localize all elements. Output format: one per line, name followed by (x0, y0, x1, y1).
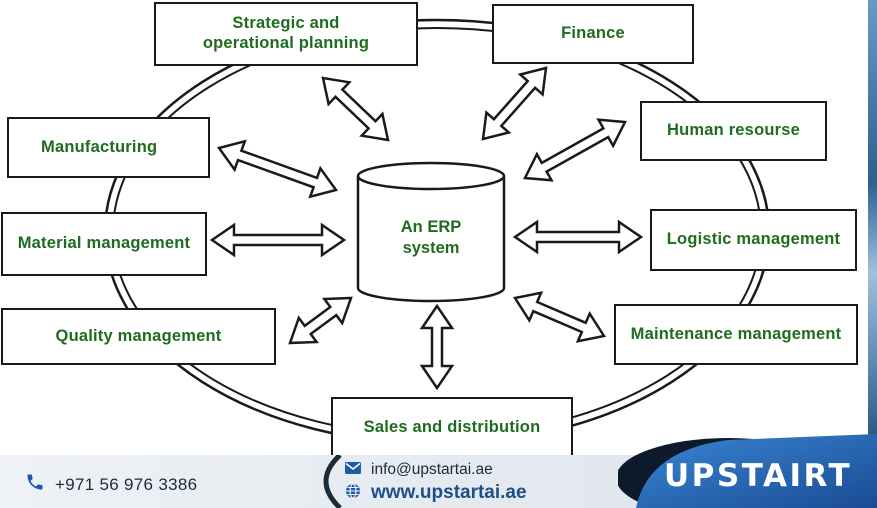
arrow-maintenance (512, 291, 607, 343)
module-maintenance-management: Maintenance management (614, 304, 858, 365)
module-logistic-management: Logistic management (650, 209, 857, 271)
module-manufacturing: Manufacturing (7, 117, 210, 178)
brand-logo[interactable]: UPSTAIRT (664, 458, 853, 494)
module-human-resource: Human resourse (640, 101, 827, 161)
globe-icon (345, 482, 361, 504)
website-url: www.upstartai.ae (371, 482, 527, 503)
arrow-sales (419, 303, 455, 391)
right-edge-decoration (868, 0, 877, 455)
mail-icon (345, 461, 361, 479)
module-material-management: Material management (1, 212, 207, 276)
module-sales-distribution: Sales and distribution (331, 397, 573, 459)
arrow-manufacturing (216, 139, 339, 199)
module-finance: Finance (492, 4, 694, 64)
arrow-material (209, 222, 347, 258)
email-address: info@upstartai.ae (371, 461, 493, 478)
arrow-human-resource (523, 118, 627, 182)
email-contact[interactable]: info@upstartai.ae (345, 461, 493, 479)
phone-number: +971 56 976 3386 (55, 474, 198, 494)
brand-logo-background (618, 418, 877, 508)
phone-icon (25, 472, 45, 497)
website-contact[interactable]: www.upstartai.ae (345, 482, 527, 504)
erp-cylinder (356, 161, 506, 303)
arrow-quality (288, 296, 353, 345)
arrow-finance (481, 66, 548, 141)
module-strategic-planning: Strategic and operational planning (154, 2, 418, 66)
arrow-strategic (321, 76, 390, 142)
connector-arrows (209, 66, 644, 391)
phone-contact[interactable]: +971 56 976 3386 (25, 472, 197, 497)
diagram-graphics (103, 18, 771, 446)
module-quality-management: Quality management (1, 308, 276, 365)
erp-system-label: An ERP system (400, 218, 462, 257)
footer-divider-arc (323, 455, 342, 508)
erp-diagram: Strategic and operational planning Finan… (0, 0, 877, 459)
arrow-logistic (512, 219, 644, 255)
